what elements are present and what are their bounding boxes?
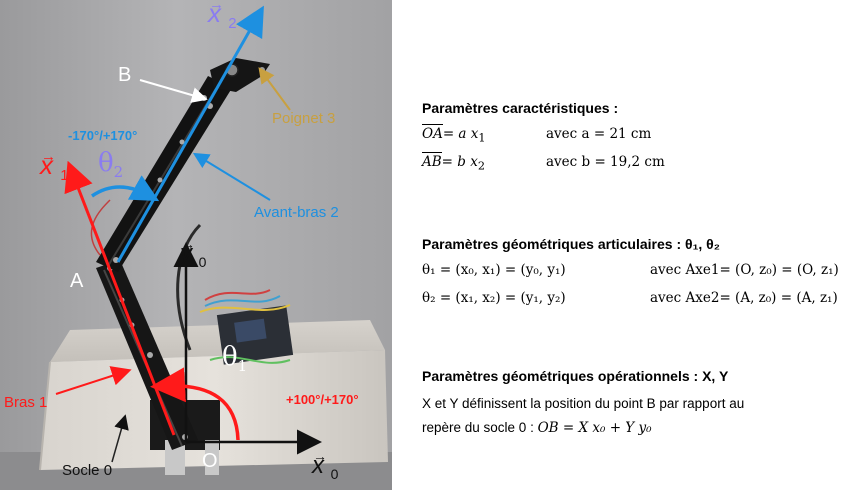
poignet-3-label: Poignet 3: [272, 110, 336, 127]
section2-heading: Paramètres géométriques articulaires : θ…: [422, 236, 720, 252]
ob-equation: OB = X x₀ + Y y₀: [537, 420, 652, 436]
theta1-range-label: +100°/+170°: [286, 392, 359, 407]
section3-line2: repère du socle 0 : OB = X x₀ + Y y₀: [422, 420, 652, 436]
x0-axis-label: → x 0: [312, 448, 339, 482]
theta1-arc: [150, 367, 240, 441]
theta2-definition: θ₂ = (x₁, x₂) = (y₁, y₂): [422, 290, 566, 306]
theta1-definition: θ₁ = (x₀, x₁) = (y₀, y₁): [422, 262, 566, 278]
x1-axis-label: → x 1: [40, 148, 69, 185]
section3-heading: Paramètres géométriques opérationnels : …: [422, 368, 729, 384]
electronics-board: [176, 223, 294, 365]
bras-pointer: [55, 366, 132, 395]
section1-heading: Paramètres caractéristiques :: [422, 100, 619, 116]
robot-arm-photo: [0, 0, 392, 490]
socle-pointer: [111, 414, 129, 463]
oa-value: avec a = 21 cm: [546, 126, 652, 142]
theta1-label: θ1: [222, 342, 248, 376]
avant-bras-2-label: Avant-bras 2: [254, 204, 339, 221]
poignet-pointer: [258, 67, 291, 111]
x2-axis-line: [116, 5, 264, 263]
x2-axis-label: → x 2: [208, 0, 237, 33]
ab-equation: AB= b x2: [422, 152, 485, 173]
ab-value: avec b = 19,2 cm: [546, 154, 665, 170]
origin-O-label: O: [202, 450, 218, 472]
point-B-label: B: [118, 64, 132, 86]
oa-equation: OA= a x1: [422, 124, 486, 145]
section3-line1: X et Y définissent la position du point …: [422, 396, 745, 411]
y0-axis-label: → y 0: [180, 236, 207, 270]
point-A-label: A: [70, 270, 84, 292]
theta2-range-label: -170°/+170°: [68, 128, 138, 143]
avant-bras-pointer: [192, 152, 271, 201]
theta2-arc: [91, 175, 160, 202]
axe1-definition: avec Axe1= (O, z₀) = (O, z₁): [650, 262, 839, 278]
axe2-definition: avec Axe2= (A, z₀) = (A, z₁): [650, 290, 838, 306]
B-pointer: [139, 79, 208, 103]
socle-0-label: Socle 0: [62, 462, 113, 479]
bras-1-label: Bras 1: [4, 394, 48, 411]
theta2-label: θ2: [98, 148, 124, 182]
